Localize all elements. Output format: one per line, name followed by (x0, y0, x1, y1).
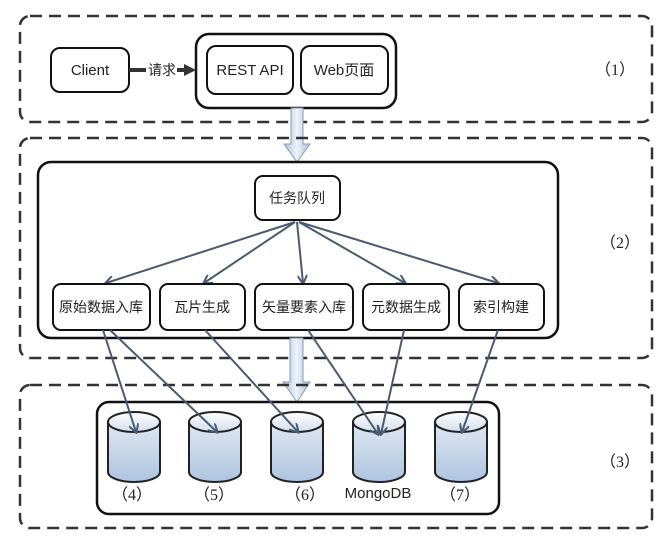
connector-task5-to-store7 (462, 329, 499, 432)
database-lid (270, 411, 324, 433)
database-lid (352, 411, 406, 433)
database-icon (188, 421, 242, 483)
task-node-5[interactable]: 索引构建 (458, 283, 545, 331)
task-label-5: 索引构建 (473, 299, 529, 316)
request-arrow: 请求 (129, 63, 196, 79)
task-queue-node[interactable]: 任务队列 (254, 175, 341, 221)
layer-3-border (18, 383, 654, 530)
task-label-1: 原始数据入库 (59, 300, 143, 316)
database-lid (434, 411, 488, 433)
database-icon (352, 421, 406, 483)
layer-1-border (18, 14, 654, 124)
layer-3-section: （3） （4） （5） （6） MongoDB （7） (18, 383, 654, 530)
task-label-2: 瓦片生成 (174, 300, 230, 316)
web-page-node[interactable]: Web页面 (300, 45, 389, 95)
store-label-7: （7） (440, 486, 480, 504)
task-queue-connectors (106, 221, 498, 283)
connector-queue-to-task-4 (298, 221, 405, 283)
layer-1-label: （1） (595, 61, 635, 79)
connector-task2-to-store6 (204, 329, 298, 432)
web-page-label: Web页面 (314, 62, 375, 79)
store-label-4: （4） (112, 486, 152, 504)
rest-api-label: REST API (216, 62, 283, 79)
connector-queue-to-task-1 (106, 221, 296, 283)
database-cylinder-store-4[interactable] (107, 411, 161, 483)
layer-2-label: （2） (600, 234, 640, 252)
connector-task1-to-store5 (109, 329, 217, 432)
client-label: Client (71, 62, 110, 79)
task-store-connectors (102, 329, 499, 434)
database-cylinder-store-6[interactable] (270, 411, 324, 483)
layer-2-section: （2） 任务队列 原始数据入库 瓦片生成 矢量要素入库 元数据生成 (18, 136, 654, 360)
connector-queue-to-task-2 (204, 221, 296, 283)
database-cylinder-store-5[interactable] (188, 411, 242, 483)
task-label-4: 元数据生成 (371, 300, 441, 316)
layer-1-section: （1） Client 请求 REST API Web页面 (18, 14, 654, 124)
api-gateway-group: REST API Web页面 (194, 32, 398, 110)
flow-arrow-down-icon (282, 337, 311, 403)
task-queue-label: 任务队列 (269, 191, 325, 207)
flow-arrow-down-icon (283, 107, 311, 163)
rest-api-node[interactable]: REST API (206, 45, 294, 95)
task-node-3[interactable]: 矢量要素入库 (254, 283, 354, 331)
store-label-5: （5） (194, 486, 234, 504)
database-icon (434, 421, 488, 483)
store-label-6: （6） (285, 486, 325, 504)
task-node-4[interactable]: 元数据生成 (362, 283, 450, 331)
connector-queue-to-task-5 (298, 221, 498, 283)
client-node[interactable]: Client (50, 47, 130, 93)
request-label: 请求 (148, 63, 176, 79)
connector-queue-to-task-3 (296, 221, 303, 283)
connector-task4-to-mongodb (381, 329, 405, 434)
layer-2-border (18, 136, 654, 360)
database-cylinder-store-mongodb[interactable] (352, 411, 406, 483)
database-icon (107, 421, 161, 483)
request-arrowhead-icon (184, 64, 196, 76)
database-cylinder-store-7[interactable] (434, 411, 488, 483)
task-label-3: 矢量要素入库 (262, 300, 346, 316)
database-icon (270, 421, 324, 483)
connector-task1-to-store4 (102, 329, 136, 432)
connector-task3-to-mongodb (307, 329, 378, 434)
task-node-1[interactable]: 原始数据入库 (52, 283, 151, 331)
store-label-mongodb: MongoDB (345, 485, 412, 502)
layer-3-label: （3） (600, 453, 640, 471)
task-node-2[interactable]: 瓦片生成 (159, 283, 246, 331)
